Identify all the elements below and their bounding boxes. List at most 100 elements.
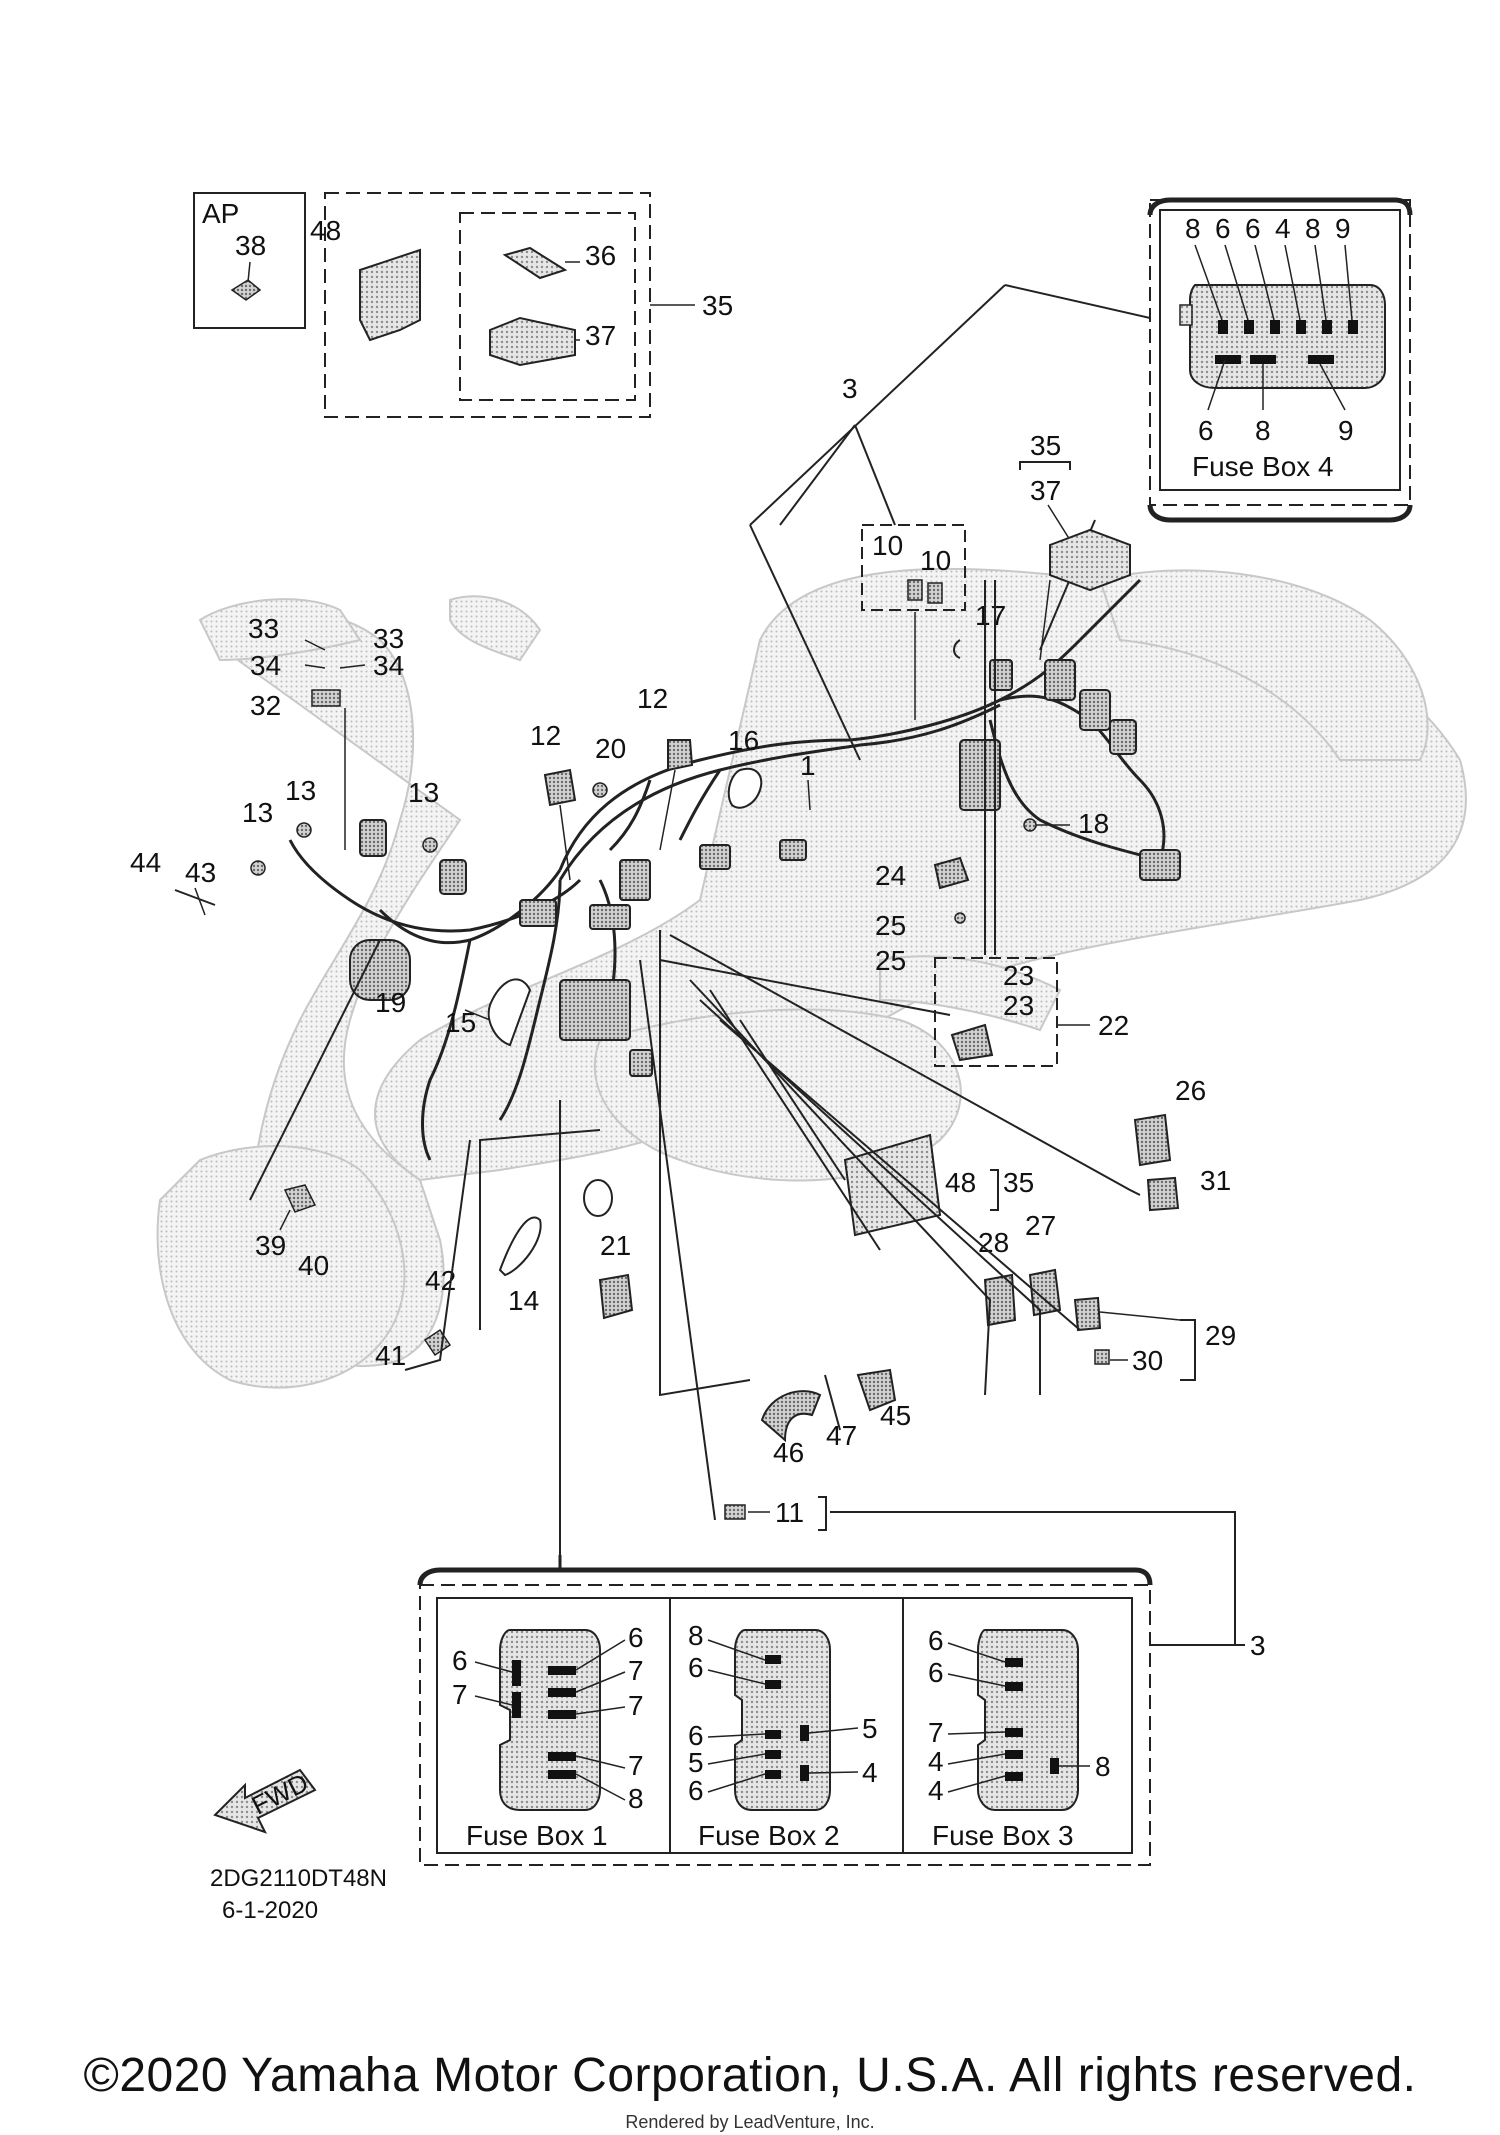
harness-connectors	[349, 659, 1181, 1077]
callout-3-bottom: 3	[1250, 1630, 1266, 1661]
svg-text:21: 21	[600, 1230, 631, 1261]
svg-text:7: 7	[628, 1750, 644, 1781]
callout-38: 38	[235, 230, 266, 261]
svg-text:6: 6	[688, 1720, 704, 1751]
part-38-icon	[230, 279, 262, 301]
svg-text:4: 4	[1275, 213, 1291, 244]
svg-text:1: 1	[800, 750, 816, 781]
ecu-48-icon-right	[843, 1133, 942, 1237]
svg-text:33: 33	[248, 613, 279, 644]
scooter-silhouette	[156, 567, 1467, 1389]
part-horn-icon	[598, 1273, 634, 1320]
svg-text:37: 37	[1030, 475, 1061, 506]
svg-text:6: 6	[928, 1657, 944, 1688]
svg-text:25: 25	[875, 945, 906, 976]
svg-text:33: 33	[373, 623, 404, 654]
svg-text:9: 9	[1338, 415, 1354, 446]
svg-text:22: 22	[1098, 1010, 1129, 1041]
svg-text:12: 12	[637, 683, 668, 714]
svg-text:30: 30	[1132, 1345, 1163, 1376]
routing-leaders	[249, 580, 1245, 1646]
svg-text:6: 6	[1215, 213, 1231, 244]
svg-text:43: 43	[185, 857, 216, 888]
svg-text:15: 15	[445, 1007, 476, 1038]
ap-box: AP 38	[193, 192, 306, 329]
svg-text:40: 40	[298, 1250, 329, 1281]
part-10-box: 10 10	[861, 524, 966, 720]
callout-35-top: 35	[702, 290, 733, 321]
callout-36: 36	[585, 240, 616, 271]
copyright-footer: ©2020 Yamaha Motor Corporation, U.S.A. A…	[83, 2049, 1417, 2102]
svg-text:9: 9	[1335, 213, 1351, 244]
ap-label: AP	[202, 198, 239, 229]
svg-text:13: 13	[408, 777, 439, 808]
svg-text:24: 24	[875, 860, 906, 891]
svg-text:5: 5	[862, 1713, 878, 1744]
svg-text:18: 18	[1078, 808, 1109, 839]
svg-text:14: 14	[508, 1285, 539, 1316]
fuse-box-4-body	[1189, 284, 1386, 389]
fuse-box-3: 6 6 7 4 4 8 Fuse Box 3	[928, 1625, 1111, 1851]
svg-text:8: 8	[1095, 1751, 1111, 1782]
part-36-icon	[502, 246, 568, 280]
svg-text:17: 17	[975, 600, 1006, 631]
svg-text:8: 8	[628, 1783, 644, 1814]
svg-text:7: 7	[452, 1679, 468, 1710]
svg-text:6: 6	[452, 1645, 468, 1676]
fuse-box-3-title: Fuse Box 3	[932, 1820, 1074, 1851]
svg-text:6: 6	[688, 1652, 704, 1683]
svg-text:35: 35	[1030, 430, 1061, 461]
svg-text:28: 28	[978, 1227, 1009, 1258]
fuse-box-4-title: Fuse Box 4	[1192, 451, 1334, 482]
svg-text:6: 6	[1198, 415, 1214, 446]
svg-text:6: 6	[1245, 213, 1261, 244]
svg-text:35: 35	[1003, 1167, 1034, 1198]
callout-3-top: 3	[842, 373, 858, 404]
svg-text:4: 4	[862, 1757, 878, 1788]
fuse-box-2-title: Fuse Box 2	[698, 1820, 840, 1851]
svg-text:10: 10	[872, 530, 903, 561]
svg-text:27: 27	[1025, 1210, 1056, 1241]
fwd-arrow: FWD	[213, 1767, 317, 1834]
fuse-box-4-leaders	[1194, 244, 1353, 411]
kit-35-box: 48 36 37 35	[310, 192, 733, 418]
svg-text:5: 5	[688, 1747, 704, 1778]
svg-text:34: 34	[250, 650, 281, 681]
svg-text:39: 39	[255, 1230, 286, 1261]
svg-text:26: 26	[1175, 1075, 1206, 1106]
callout-37-top: 37	[585, 320, 616, 351]
svg-text:29: 29	[1205, 1320, 1236, 1351]
part-37-icon	[489, 316, 576, 367]
svg-text:7: 7	[628, 1655, 644, 1686]
svg-text:46: 46	[773, 1437, 804, 1468]
svg-text:47: 47	[826, 1420, 857, 1451]
svg-text:12: 12	[530, 720, 561, 751]
rendered-by-note: Rendered by LeadVenture, Inc.	[625, 2112, 875, 2132]
fuse-boxes-1-3-panel: 6 7 6 7 7 7 8 Fuse Box 1	[417, 1555, 1153, 1866]
fuse-box-1: 6 7 6 7 7 7 8 Fuse Box 1	[452, 1622, 644, 1851]
svg-text:4: 4	[928, 1775, 944, 1806]
svg-text:23: 23	[1003, 990, 1034, 1021]
svg-text:7: 7	[628, 1690, 644, 1721]
svg-text:32: 32	[250, 690, 281, 721]
diagram-date: 6-1-2020	[222, 1897, 319, 1924]
svg-text:8: 8	[1255, 415, 1271, 446]
fuse-box-4-slots	[1215, 320, 1358, 364]
svg-text:6: 6	[928, 1625, 944, 1656]
fuse-box-4-panel: 8 6 6 4 8 9 6 8 9 Fuse Box 4	[1147, 197, 1413, 523]
svg-text:10: 10	[920, 545, 951, 576]
fuse-box-4-bottom-labels: 6 8 9	[1198, 415, 1354, 446]
part-37-right: 35 37	[1019, 430, 1131, 661]
svg-text:45: 45	[880, 1400, 911, 1431]
svg-text:6: 6	[688, 1775, 704, 1806]
fuse-box-2: 8 6 6 5 6 5 4 Fuse Box 2	[688, 1620, 878, 1851]
svg-text:11: 11	[775, 1497, 804, 1528]
svg-text:4: 4	[928, 1746, 944, 1777]
fwd-label: FWD	[247, 1767, 313, 1821]
svg-text:16: 16	[728, 725, 759, 756]
svg-text:48: 48	[945, 1167, 976, 1198]
svg-text:34: 34	[373, 650, 404, 681]
fuse-box-1-title: Fuse Box 1	[466, 1820, 608, 1851]
svg-text:8: 8	[1305, 213, 1321, 244]
